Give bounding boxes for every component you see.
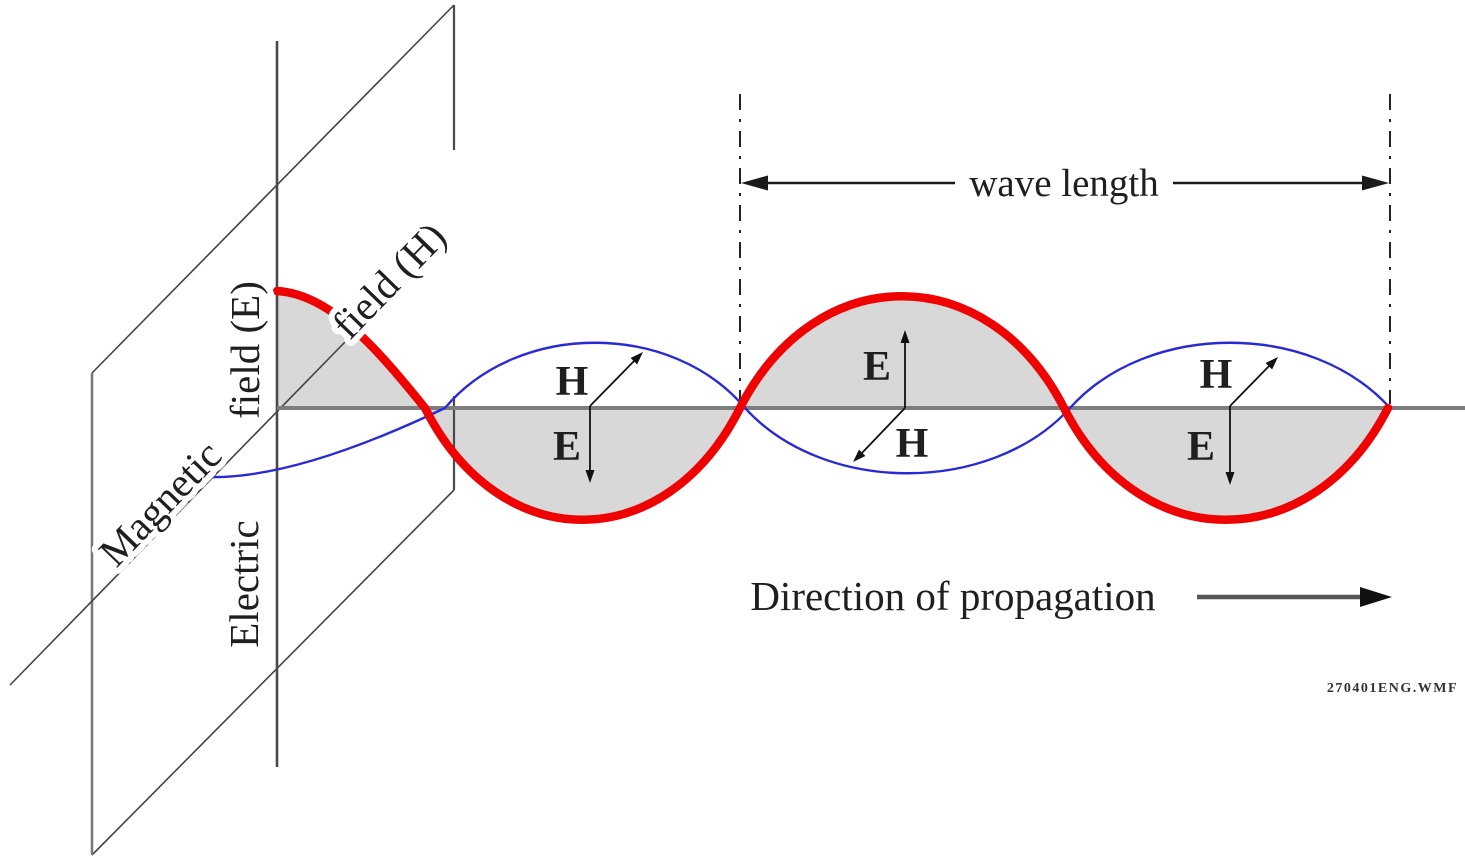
magnetic-field-axis-line bbox=[9, 341, 346, 686]
direction-label: Direction of propagation bbox=[750, 573, 1155, 619]
shaded-region-second-trough bbox=[1064, 408, 1388, 520]
magnetic-axis-upper-label: field (H) bbox=[323, 213, 455, 347]
h-vector-arrow-3 bbox=[1229, 362, 1273, 407]
h-vector-arrowhead-3-icon bbox=[1265, 357, 1278, 370]
wavelength-arrowhead-right-icon bbox=[1362, 175, 1389, 191]
shaded-region-first-trough bbox=[425, 408, 740, 520]
plane-edge-bottom-diagonal bbox=[91, 489, 455, 856]
e-vector-label-3: E bbox=[1187, 424, 1215, 470]
e-vector-label-2: E bbox=[863, 344, 891, 390]
wavelength-annotation: wave length bbox=[741, 162, 1389, 205]
shaded-region-second-crest bbox=[740, 296, 1064, 408]
e-vector-arrowhead-1-icon bbox=[585, 470, 595, 483]
electric-field-wave bbox=[272, 286, 1393, 524]
h-vector-label-1: H bbox=[556, 359, 589, 405]
vector-group-1: H E bbox=[553, 352, 643, 483]
shaded-wave-areas bbox=[277, 291, 1388, 520]
wavelength-label: wave length bbox=[969, 162, 1159, 205]
e-vector-arrowhead-2-icon bbox=[900, 330, 910, 343]
electric-axis-upper-label: field (E) bbox=[222, 281, 268, 419]
plane-edge-top-diagonal bbox=[91, 4, 455, 374]
wavelength-arrowhead-left-icon bbox=[741, 175, 768, 191]
h-vector-label-3: H bbox=[1200, 352, 1233, 398]
h-vector-arrow-1 bbox=[589, 357, 638, 407]
vector-group-2: E H bbox=[853, 330, 928, 467]
direction-annotation: Direction of propagation bbox=[750, 573, 1392, 619]
electric-axis-lower-label: Electric bbox=[221, 520, 267, 647]
vector-group-3: H E bbox=[1187, 352, 1278, 485]
transverse-plane-frame bbox=[91, 4, 455, 856]
h-vector-label-2: H bbox=[896, 421, 929, 467]
wavelength-boundaries bbox=[739, 94, 1391, 404]
h-vector-arrowhead-1-icon bbox=[630, 352, 643, 365]
magnetic-field-wave bbox=[204, 341, 1392, 479]
h-vector-arrow-2 bbox=[859, 407, 906, 456]
magnetic-axis-lower-label: Magnetic bbox=[90, 432, 231, 575]
h-vector-arrowhead-2-icon bbox=[853, 449, 866, 462]
direction-arrowhead-icon bbox=[1360, 587, 1392, 607]
shaded-region-first-crest bbox=[277, 291, 425, 408]
watermark-text: 270401ENG.WMF bbox=[1327, 681, 1458, 696]
e-vector-label-1: E bbox=[553, 424, 581, 470]
e-vector-arrowhead-3-icon bbox=[1225, 472, 1235, 485]
